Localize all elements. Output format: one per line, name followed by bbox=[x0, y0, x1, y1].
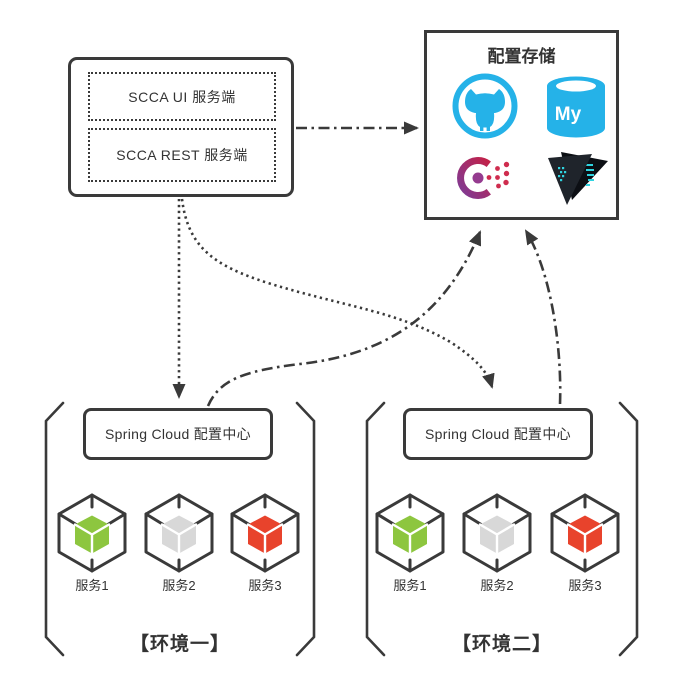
arrow-env1-config-to-storage bbox=[206, 230, 482, 407]
config-storage-title: 配置存储 bbox=[487, 47, 556, 66]
env1-service1-label: 服务1 bbox=[75, 578, 109, 593]
config-center-env2-label: Spring Cloud 配置中心 bbox=[425, 426, 571, 442]
scca-server-box: SCCA UI 服务端 SCCA REST 服务端 bbox=[68, 57, 294, 197]
env1-service3-label: 服务3 bbox=[248, 578, 282, 593]
env2-service2-label: 服务2 bbox=[480, 578, 514, 593]
env2-service1-cube-icon bbox=[375, 493, 445, 573]
arrow-env2-config-to-storage bbox=[524, 229, 562, 405]
config-center-env2: Spring Cloud 配置中心 bbox=[403, 408, 593, 460]
env1-service1-cube-icon bbox=[57, 493, 127, 573]
config-center-env1-label: Spring Cloud 配置中心 bbox=[105, 426, 251, 442]
env2-service3-cube-icon bbox=[550, 493, 620, 573]
scca-rest-server-box: SCCA REST 服务端 bbox=[88, 128, 276, 182]
env2-service2-cube-icon bbox=[462, 493, 532, 573]
env1-service2-cube-icon bbox=[144, 493, 214, 573]
scca-ui-server-box: SCCA UI 服务端 bbox=[88, 72, 276, 121]
config-center-env1: Spring Cloud 配置中心 bbox=[83, 408, 273, 460]
env2-service3-label: 服务3 bbox=[568, 578, 602, 593]
env1-service3-cube-icon bbox=[230, 493, 300, 573]
env1-bracket-right bbox=[295, 401, 316, 657]
arrow-server-to-env2-config bbox=[180, 198, 495, 389]
scca-ui-server-label: SCCA UI 服务端 bbox=[128, 88, 236, 105]
env2-bracket-left bbox=[365, 401, 386, 657]
env1-service2-label: 服务2 bbox=[162, 578, 196, 593]
env2-service1-label: 服务1 bbox=[393, 578, 427, 593]
config-storage-box: 配置存储 bbox=[424, 30, 619, 220]
scca-rest-server-label: SCCA REST 服务端 bbox=[116, 147, 248, 163]
env1-label: 【环境一】 bbox=[129, 634, 230, 655]
env2-label: 【环境二】 bbox=[451, 634, 552, 655]
env1-bracket-left bbox=[44, 401, 65, 657]
env2-bracket-right bbox=[618, 401, 639, 657]
